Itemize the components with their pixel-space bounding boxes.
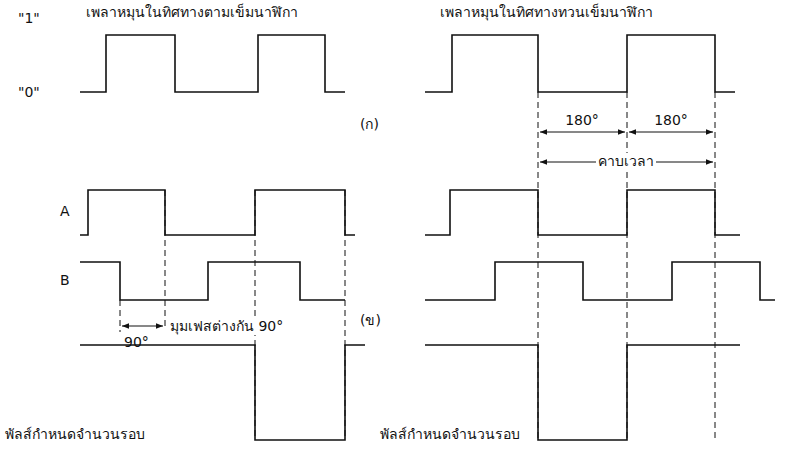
guide-dashed-line [165,190,166,330]
index-pulse-label: พัลส์กำหนดจำนวนรอบ [380,426,520,443]
pulse-waveform [80,262,345,300]
dimension-arrow [540,132,625,133]
guide-dashed-line [715,92,716,440]
pulse-waveform [425,345,740,440]
logic-level: "0" [18,84,40,101]
direction-title: เพลาหมุนในทิศทางทวนเข็มนาฬิกา [440,4,653,21]
pulse-waveform [425,35,735,92]
period-label: คาบเวลา [596,153,656,170]
phase-note: มุมเฟสต่างกัน 90° [168,318,285,335]
guide-dashed-line [255,190,256,440]
logic-level: "1" [18,10,40,27]
angle-label: 180° [654,112,688,129]
pulse-waveform [80,35,345,92]
pulse-waveform [425,262,775,300]
guide-dashed-line [120,300,121,332]
index-pulse-label: พัลส์กำหนดจำนวนรอบ [5,426,145,443]
pulse-waveform [80,345,365,440]
angle-label: 90° [124,334,149,351]
angle-label: 180° [565,112,599,129]
dimension-arrow [122,326,163,327]
guide-dashed-line [538,92,539,440]
guide-dashed-line [345,190,346,440]
direction-title: เพลาหมุนในทิศทางตามเข็มนาฬิกา [86,4,298,21]
guide-dashed-line [627,92,628,440]
pulse-waveform [80,190,355,235]
dimension-arrow [629,132,713,133]
pulse-waveform [425,190,740,235]
signal-name: B [60,272,70,289]
signal-name: A [60,203,70,220]
figure-tag: (ก) [360,116,379,133]
figure-tag: (ข) [360,312,381,329]
